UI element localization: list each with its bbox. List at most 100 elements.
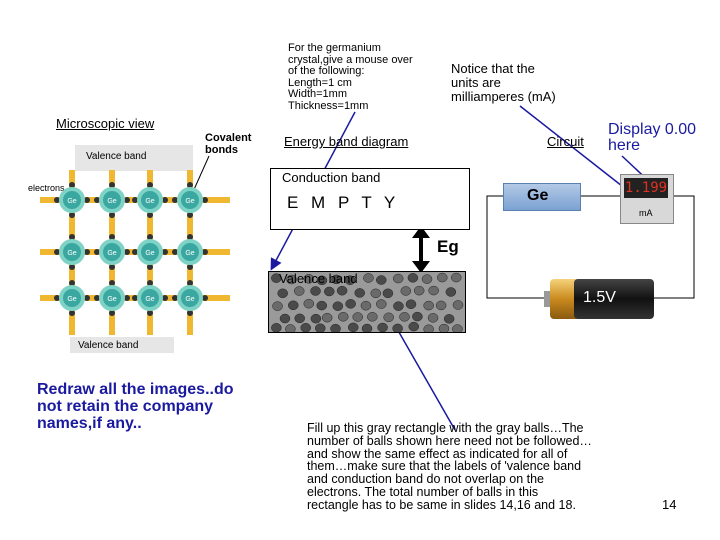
- electron-dot: [84, 249, 90, 255]
- valence-ball: [271, 273, 282, 283]
- valence-ball: [330, 323, 341, 332]
- valence-ball: [272, 301, 283, 311]
- electron-dot: [147, 280, 153, 286]
- valence-ball: [367, 312, 378, 322]
- empty-label: E M P T Y: [287, 193, 400, 212]
- valence-ball: [445, 287, 457, 297]
- ge-atom: [137, 187, 163, 213]
- electron-dot: [132, 197, 138, 203]
- ge-atom-label: Ge: [67, 198, 76, 205]
- electron-dot: [132, 295, 138, 301]
- valence-band-box-top: [75, 145, 193, 171]
- electron-dot: [69, 264, 75, 270]
- valence-ball: [443, 314, 455, 324]
- conduction-band-label: Conduction band: [282, 170, 381, 185]
- electron-dot: [147, 310, 153, 316]
- electron-dot: [54, 197, 60, 203]
- electron-dot: [147, 182, 153, 188]
- electron-dot: [109, 264, 115, 270]
- valence-ball: [286, 274, 297, 285]
- valence-ball: [336, 285, 348, 296]
- battery-voltage: 1.5V: [583, 289, 616, 306]
- circuit-wire: [486, 195, 544, 299]
- valence-ball: [293, 286, 305, 296]
- fill-instruction-note: Fill up this gray rectangle with the gra…: [307, 421, 592, 512]
- valence-ball: [271, 323, 282, 332]
- valence-ball: [452, 300, 464, 310]
- valence-ball: [383, 312, 394, 323]
- valence-ball: [288, 300, 299, 311]
- ge-atom: [137, 239, 163, 265]
- electron-dot: [94, 197, 100, 203]
- valence-ball: [345, 299, 356, 309]
- electrons-label: electrons: [28, 183, 65, 193]
- ge-sample-label: Ge: [527, 187, 549, 204]
- ge-atom-label: Ge: [145, 198, 154, 205]
- electron-dot: [172, 295, 178, 301]
- valence-ball: [452, 324, 463, 332]
- electron-dot: [132, 249, 138, 255]
- ge-atom-label: Ge: [107, 198, 116, 205]
- valence-ball: [376, 299, 387, 309]
- valence-band-rectangle: [268, 271, 466, 333]
- valence-ball: [337, 311, 349, 322]
- valence-ball: [324, 286, 335, 297]
- electron-dot: [147, 212, 153, 218]
- ge-atom: [59, 285, 85, 311]
- covalent-bonds-label: Covalent bonds: [205, 132, 252, 156]
- valence-ball: [352, 312, 363, 322]
- ge-atom: [59, 187, 85, 213]
- valence-ball: [399, 312, 410, 322]
- electron-dot: [94, 295, 100, 301]
- circuit-title: Circuit: [547, 134, 584, 149]
- electron-dot: [147, 234, 153, 240]
- valence-ball: [344, 275, 356, 285]
- electron-dot: [172, 197, 178, 203]
- valence-ball: [376, 275, 387, 285]
- battery-icon: [544, 279, 654, 319]
- electron-dot: [187, 310, 193, 316]
- ge-atom-label: Ge: [107, 296, 116, 303]
- ge-atom-label: Ge: [185, 198, 194, 205]
- ge-atom-label: Ge: [145, 250, 154, 257]
- valence-electron-balls: [271, 272, 464, 332]
- electron-dot: [69, 182, 75, 188]
- valence-ball: [361, 323, 373, 332]
- circuit-wire-return: [654, 195, 695, 299]
- valence-ball: [316, 275, 328, 286]
- ge-atom-label: Ge: [107, 250, 116, 257]
- electron-dot: [202, 197, 208, 203]
- units-note: Notice that the units are milliamperes (…: [451, 61, 556, 104]
- ge-atom-label: Ge: [67, 296, 76, 303]
- ge-atom: [99, 187, 125, 213]
- valence-ball: [360, 300, 372, 311]
- electron-dot: [109, 182, 115, 188]
- ge-atom: [99, 285, 125, 311]
- valence-ball: [437, 272, 448, 283]
- electron-dot: [162, 197, 168, 203]
- conduction-band-box: [270, 168, 470, 230]
- electron-dot: [147, 264, 153, 270]
- electron-dot: [69, 212, 75, 218]
- valence-ball: [303, 274, 315, 284]
- valence-ball: [413, 285, 425, 296]
- electron-dot: [202, 249, 208, 255]
- valence-ball: [279, 313, 291, 324]
- ge-atom: [177, 187, 203, 213]
- electron-dot: [172, 249, 178, 255]
- valence-ball: [316, 300, 328, 311]
- valence-ball: [407, 273, 419, 283]
- electron-dot: [109, 212, 115, 218]
- electron-dot: [109, 310, 115, 316]
- valence-ball: [310, 286, 321, 296]
- valence-ball: [294, 313, 305, 324]
- electron-dot: [202, 295, 208, 301]
- ge-atom-label: Ge: [145, 296, 154, 303]
- ge-atom-label: Ge: [67, 250, 76, 257]
- electron-dot: [187, 264, 193, 270]
- valence-ball: [392, 273, 404, 284]
- valence-ball: [285, 324, 296, 332]
- valence-ball: [423, 300, 434, 311]
- valence-ball: [277, 288, 288, 299]
